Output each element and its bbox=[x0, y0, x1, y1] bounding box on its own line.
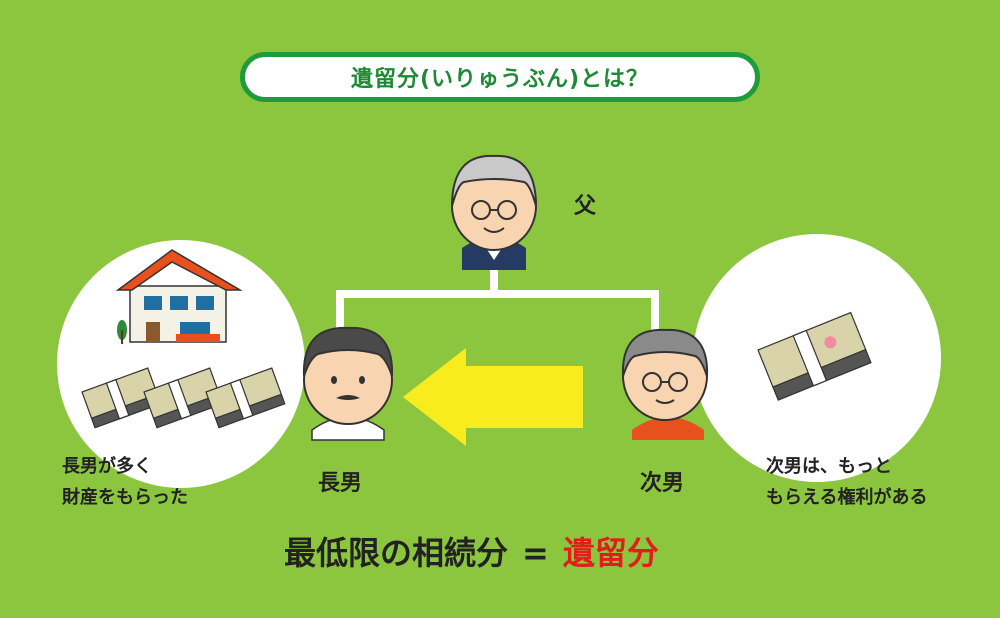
title-text: 遺留分(いりゅうぶん)とは？ bbox=[350, 67, 650, 92]
left-circle bbox=[57, 240, 305, 488]
left-description: 長男が多く 財産をもらった bbox=[62, 456, 188, 508]
formula-right: 遺留分 bbox=[562, 534, 659, 572]
formula-equals: = bbox=[522, 534, 549, 572]
family-connector bbox=[336, 262, 659, 340]
formula: 最低限の相続分 = 遺留分 bbox=[284, 528, 659, 574]
father-label: 父 bbox=[574, 194, 597, 219]
eldest-son-icon bbox=[302, 326, 394, 441]
formula-left: 最低限の相続分 bbox=[284, 534, 509, 572]
house-icon bbox=[115, 249, 243, 344]
right-description: 次男は、もっと もらえる権利がある bbox=[766, 456, 928, 508]
second-son-label: 次男 bbox=[640, 471, 685, 496]
title-banner: 遺留分(いりゅうぶん)とは？ bbox=[240, 52, 760, 102]
second-son-icon bbox=[621, 328, 709, 440]
arrow-left-icon bbox=[403, 348, 583, 446]
money-bundle-icon bbox=[757, 311, 872, 401]
money-bundle-icon bbox=[81, 367, 286, 429]
eldest-son-label: 長男 bbox=[318, 471, 363, 496]
father-icon bbox=[451, 154, 537, 270]
